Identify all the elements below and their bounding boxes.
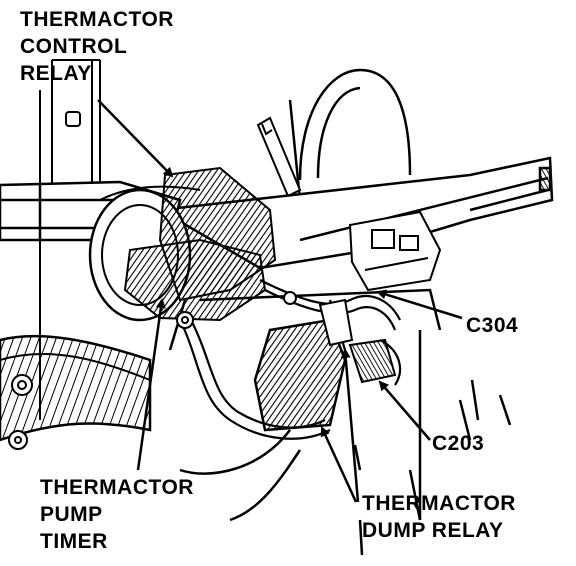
- rod: [256, 116, 302, 198]
- leader-lines: [97, 99, 463, 503]
- arrow-c304: [376, 289, 463, 320]
- connector-block: [348, 210, 442, 292]
- mounting-studs: [8, 291, 297, 450]
- arrow-c203: [378, 380, 431, 441]
- arrow-dump-relay-a: [320, 426, 358, 503]
- pump-timer-body: [123, 238, 267, 322]
- arrow-control-relay: [97, 99, 174, 178]
- label-c203: C203: [432, 432, 485, 455]
- arrow-pump-timer: [136, 298, 166, 471]
- corrugated-hose: [0, 334, 152, 442]
- c203-connector: [348, 338, 397, 384]
- label-thermactor-pump-timer: THERMACTOR PUMP TIMER: [40, 476, 194, 553]
- dump-relay-bracket: [318, 298, 354, 347]
- housing-outline: [288, 68, 412, 201]
- label-thermactor-dump-relay: THERMACTOR DUMP RELAY: [362, 492, 516, 542]
- arrow-dump-relay-b: [340, 348, 360, 503]
- label-thermactor-control-relay: THERMACTOR CONTROL RELAY: [20, 8, 174, 85]
- lower-frame: [168, 288, 512, 556]
- label-c304: C304: [466, 314, 519, 337]
